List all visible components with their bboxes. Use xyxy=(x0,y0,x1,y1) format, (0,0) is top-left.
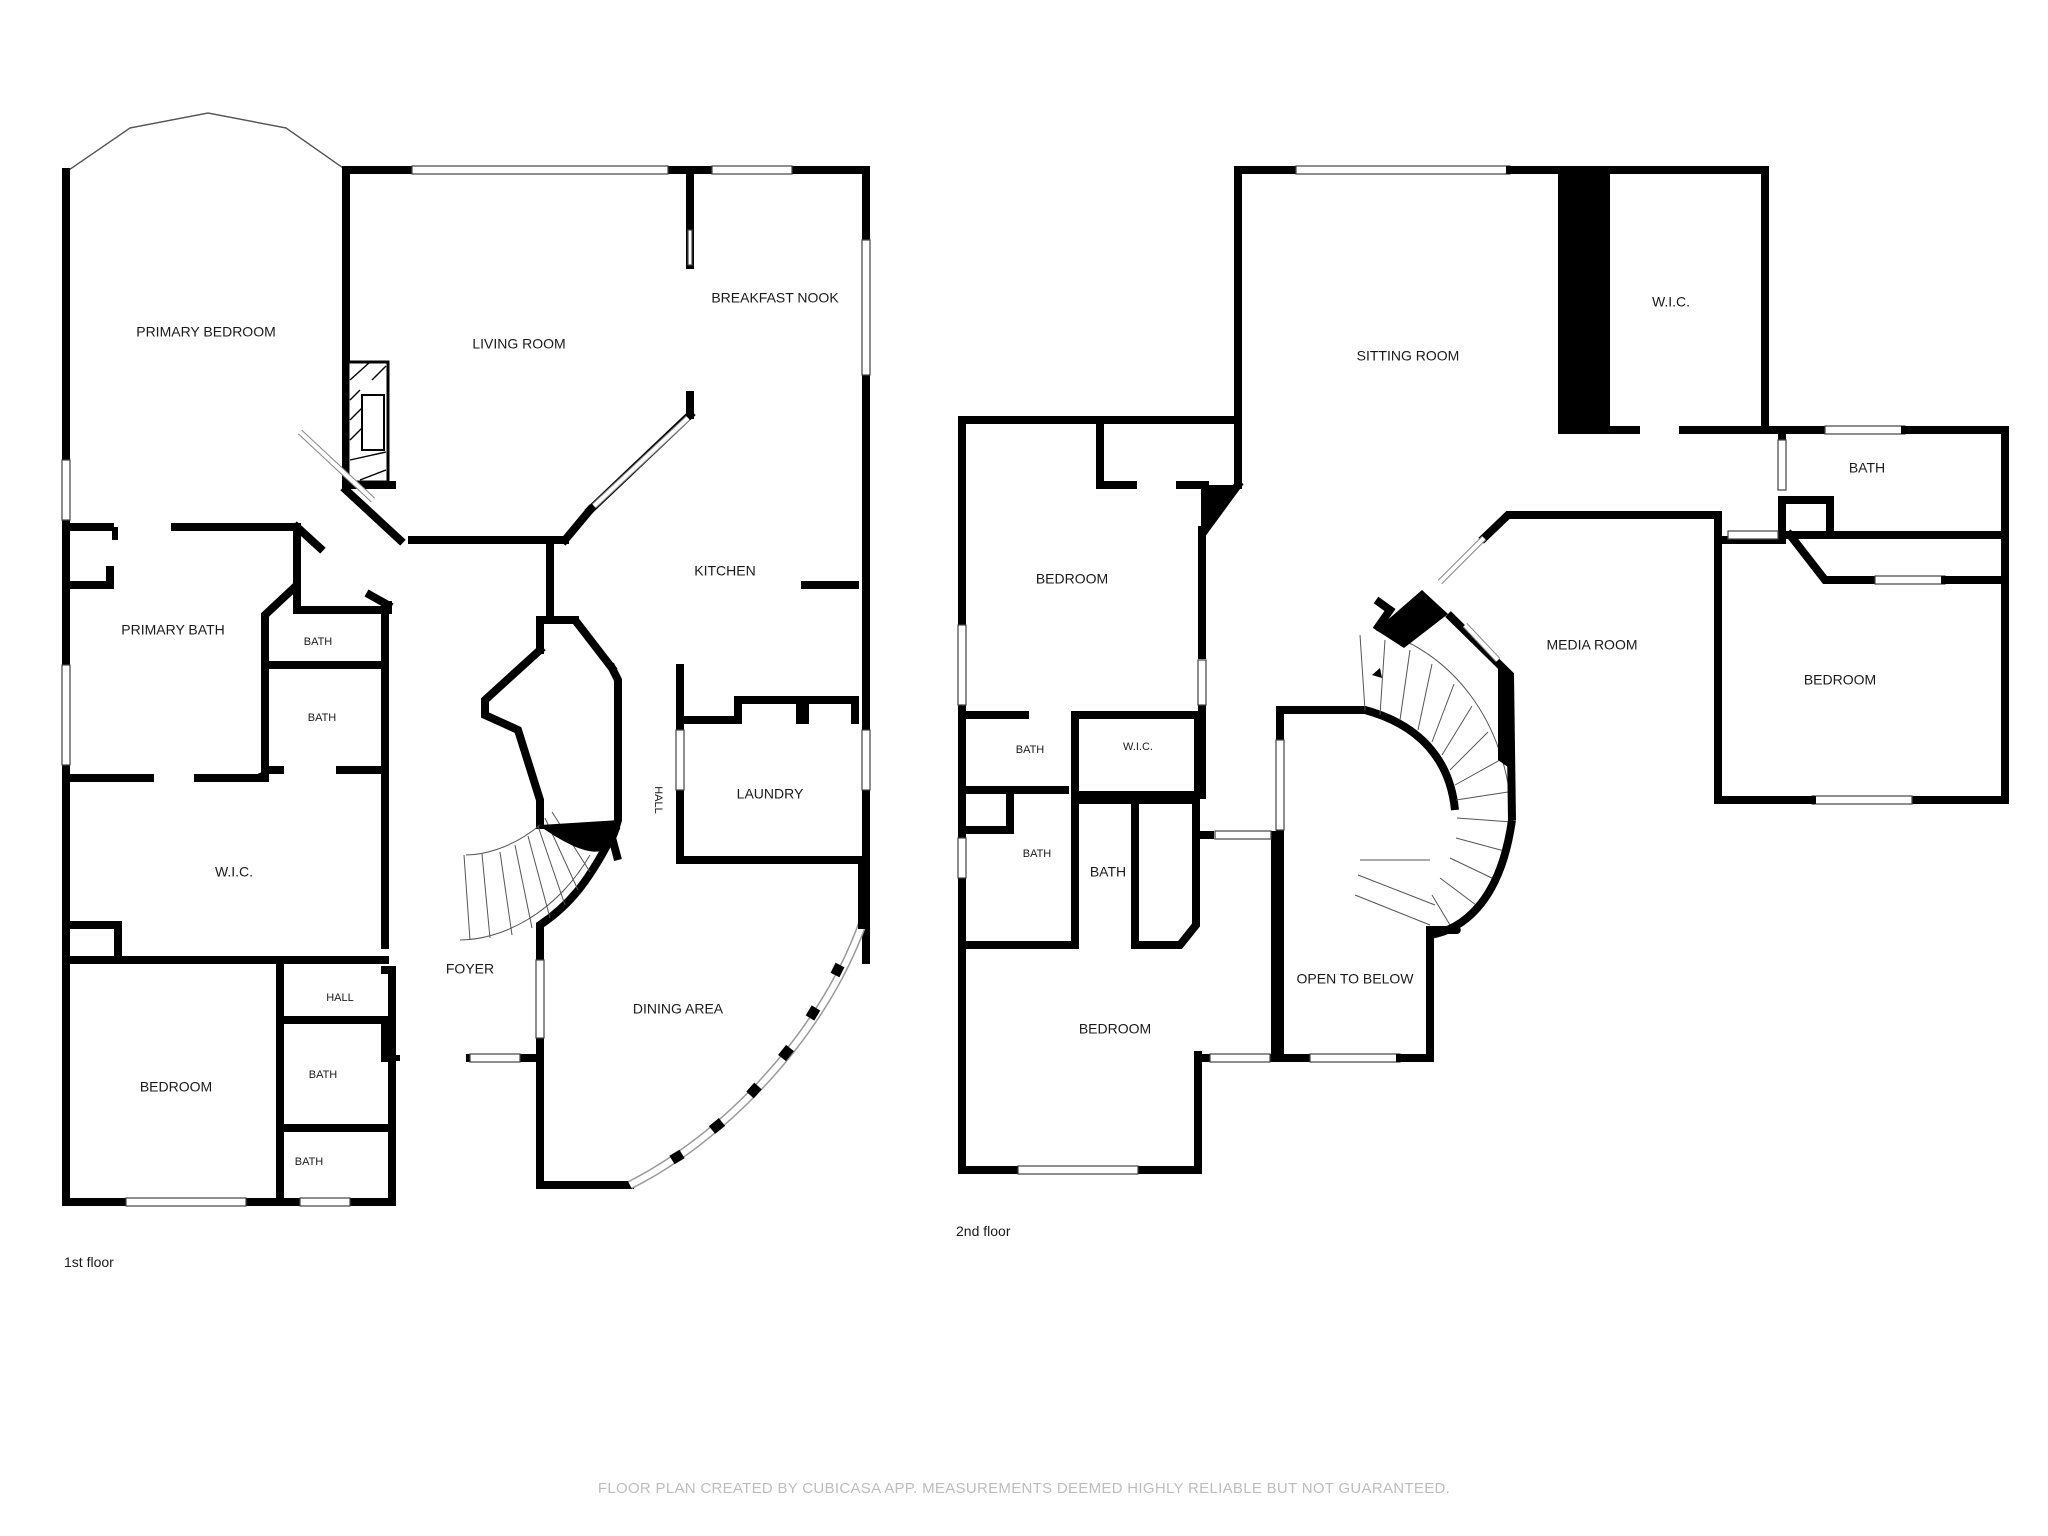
label-hall: HALL xyxy=(326,992,354,1004)
label-open-to-below: OPEN TO BELOW xyxy=(1297,971,1415,987)
label-media-room: MEDIA ROOM xyxy=(1546,637,1637,653)
floor-label: 2nd floor xyxy=(956,1223,1011,1239)
label-foyer: FOYER xyxy=(446,961,494,977)
label-primary-bedroom: PRIMARY BEDROOM xyxy=(136,324,276,340)
floor-label: 1st floor xyxy=(64,1254,114,1270)
label-bath: BATH xyxy=(1023,848,1052,860)
label-sitting-room: SITTING ROOM xyxy=(1357,348,1460,364)
label-bath: BATH xyxy=(304,636,333,648)
label-bath: BATH xyxy=(1016,744,1045,756)
label-bath: BATH xyxy=(295,1156,324,1168)
closet-wall xyxy=(1558,172,1606,434)
second-floor: SITTING ROOM W.I.C. BATH BEDROOM MEDIA R… xyxy=(956,165,2009,1239)
label-bath: BATH xyxy=(1090,864,1126,880)
label-dining-area: DINING AREA xyxy=(633,1001,724,1017)
label-bath: BATH xyxy=(309,1069,338,1081)
first-floor: PRIMARY BEDROOM LIVING ROOM BREAKFAST NO… xyxy=(61,112,871,1270)
label-bath: BATH xyxy=(1849,460,1885,476)
label-laundry: LAUNDRY xyxy=(737,786,804,802)
label-living-room: LIVING ROOM xyxy=(472,336,565,352)
label-hall: HALL xyxy=(652,786,664,814)
label-bedroom: BEDROOM xyxy=(1804,672,1876,688)
label-wic: W.I.C. xyxy=(1123,741,1153,753)
label-bath: BATH xyxy=(308,712,337,724)
label-bedroom: BEDROOM xyxy=(140,1079,212,1095)
footer-disclaimer: FLOOR PLAN CREATED BY CUBICASA APP. MEAS… xyxy=(597,1480,1451,1497)
window xyxy=(711,165,793,175)
window xyxy=(411,165,669,175)
bay-window xyxy=(65,112,347,173)
label-kitchen: KITCHEN xyxy=(694,563,755,579)
label-breakfast-nook: BREAKFAST NOOK xyxy=(711,290,839,306)
stair-arrow-icon xyxy=(1372,668,1382,678)
label-primary-bath: PRIMARY BATH xyxy=(121,622,224,638)
window xyxy=(861,239,871,376)
label-wic: W.I.C. xyxy=(1652,294,1690,310)
label-bedroom: BEDROOM xyxy=(1036,571,1108,587)
label-bedroom: BEDROOM xyxy=(1079,1021,1151,1037)
label-wic: W.I.C. xyxy=(215,864,253,880)
